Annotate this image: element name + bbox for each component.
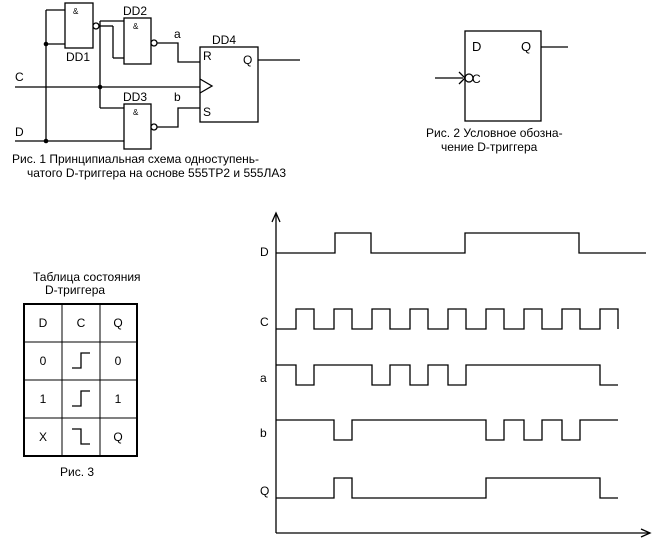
input-c-label: C (15, 70, 24, 84)
table-title-line2: D-триггера (45, 283, 105, 297)
state-table: Таблица состояния D-триггера D C Q 0 0 1… (23, 270, 141, 479)
table-row1-q: 0 (115, 354, 122, 368)
table-row2-q: 1 (115, 392, 122, 406)
table-row3-q: Q (113, 430, 122, 444)
fig1-schematic: & DD1 & DD2 & DD3 DD4 R S Q C D a b Рис.… (12, 2, 300, 180)
fig2-caption-line2: чение D-триггера (441, 140, 538, 154)
node-a-label: a (174, 27, 181, 41)
fig2-caption-line1: Рис. 2 Условное обозна- (426, 126, 563, 140)
trace-d (276, 232, 646, 254)
fig1-caption-line1: Рис. 1 Принципиальная схема одноступень- (12, 152, 259, 166)
fig3-caption: Рис. 3 (60, 465, 94, 479)
gate-dd2 (123, 17, 152, 65)
gate-dd1 (64, 2, 94, 49)
pin-r: R (203, 49, 212, 63)
pin-s: S (203, 105, 211, 119)
trace-b (276, 419, 618, 441)
table-row3-d: X (39, 430, 47, 444)
svg-text:&: & (73, 7, 79, 16)
svg-text:&: & (133, 108, 139, 117)
timing-diagram: D Ca bQ (260, 211, 652, 538)
svg-text:&: & (133, 22, 139, 31)
fig2-symbol: D Q C Рис. 2 Условное обозна- чение D-тр… (426, 30, 568, 154)
gate-dd3-label: DD3 (123, 90, 147, 104)
fig1-caption-line2: чатого D-триггера на основе 555ТР2 и 555… (27, 166, 286, 180)
rising-edge-icon (72, 390, 90, 407)
input-d-label: D (15, 125, 24, 139)
dff-pin-d: D (472, 39, 481, 54)
dff-pin-q: Q (521, 39, 531, 54)
trace-a (276, 364, 618, 386)
dff-pin-c: C (472, 72, 481, 86)
trace-label-b: b (260, 426, 267, 440)
trace-q (276, 477, 618, 499)
gate-dd3 (123, 103, 152, 150)
table-header-d: D (39, 316, 48, 330)
dff-symbol-box (464, 30, 542, 122)
trace-label-a: a (260, 371, 267, 385)
trace-c (276, 308, 619, 330)
table-row1-d: 0 (40, 354, 47, 368)
gate-dd1-label: DD1 (66, 50, 90, 64)
rising-edge-icon (72, 352, 90, 369)
node-b-label: b (174, 90, 181, 104)
trace-label-c: C (260, 315, 269, 329)
table-title-line1: Таблица состояния (33, 270, 141, 284)
gate-dd2-label: DD2 (123, 4, 147, 18)
table-header-c: C (77, 316, 86, 330)
trace-label-q: Q (260, 484, 269, 498)
flipflop-dd4-label: DD4 (212, 33, 236, 47)
falling-edge-icon (72, 428, 90, 445)
table-row2-d: 1 (40, 392, 47, 406)
pin-q: Q (243, 53, 252, 67)
table-header-q: Q (113, 316, 122, 330)
trace-label-d: D (260, 245, 269, 259)
